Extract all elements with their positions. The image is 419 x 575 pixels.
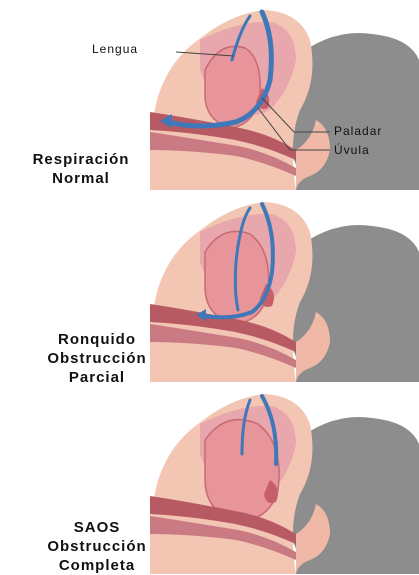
caption-normal: Respiración Normal [6,150,156,188]
caption-line: Respiración [6,150,156,169]
panel-normal-breathing: Lengua Paladar Úvula Respiración Normal [0,0,419,190]
label-tongue: Lengua [92,42,138,56]
panel-partial-obstruction: Ronquido Obstrucción Parcial [0,192,419,382]
label-palate: Paladar [334,124,382,138]
caption-line: Normal [6,169,156,188]
caption-line: Ronquido [22,330,172,349]
caption-line: Obstrucción [22,349,172,368]
panel-complete-obstruction: SAOS Obstrucción Completa [0,384,419,574]
caption-line: Completa [22,556,172,575]
label-uvula: Úvula [334,143,370,157]
caption-line: Obstrucción [22,537,172,556]
caption-partial: Ronquido Obstrucción Parcial [22,330,172,387]
caption-line: SAOS [22,518,172,537]
caption-complete: SAOS Obstrucción Completa [22,518,172,575]
